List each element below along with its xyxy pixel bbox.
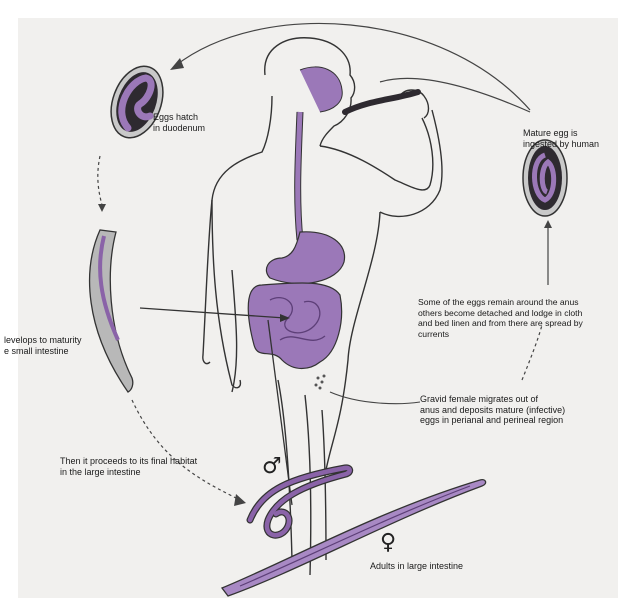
label-remain: Some of the eggs remain around the anus … xyxy=(418,297,583,339)
label-final-habitat: Then it proceeds to its final habitat in… xyxy=(60,456,197,477)
male-symbol: ♂ xyxy=(262,454,282,479)
female-symbol: ♀ xyxy=(380,530,396,555)
label-mature-egg: Mature egg is ingested by human xyxy=(523,128,599,149)
label-develops: levelops to maturity e small intestine xyxy=(4,335,82,356)
label-eggs-hatch: Eggs hatch in duodenum xyxy=(153,112,205,133)
mature-egg xyxy=(523,140,567,216)
label-gravid: Gravid female migrates out of anus and d… xyxy=(420,394,565,426)
label-adults: Adults in large intestine xyxy=(370,561,463,572)
